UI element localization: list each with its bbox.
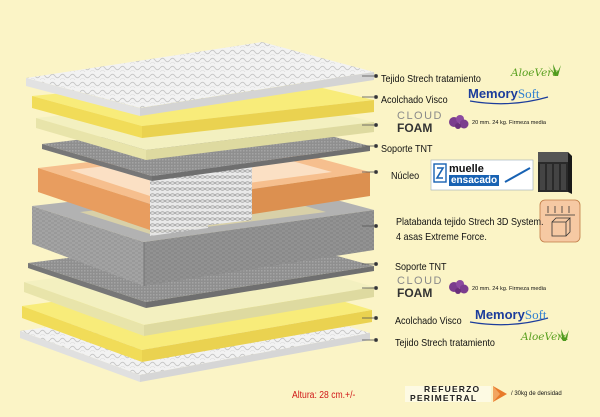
label-platabanda-1: Platabanda tejido Strech 3D System. <box>396 216 544 228</box>
aloe-vera-logo-top: AloeVera <box>511 67 559 79</box>
firmness-arrows-box-icon <box>539 199 581 243</box>
aloe-leaf-icon <box>556 329 569 341</box>
cloud-foam-logo-bottom: CLOUD FOAM <box>397 275 444 300</box>
label-nucleo: Núcleo <box>391 170 420 182</box>
label-densidad: / 30kg de densidad <box>511 391 562 397</box>
refuerzo-perimetral-logo-icon <box>405 386 507 402</box>
label-acolchado-bottom: Acolchado Visco <box>395 315 462 327</box>
muelle-text: muelle <box>449 163 484 175</box>
memory-soft-logo-bottom: MemorySoft <box>475 307 547 322</box>
label-tejido-bottom: Tejido Strech tratamiento <box>395 337 495 349</box>
leader-lines <box>362 74 378 342</box>
ensacado-text: ensacado <box>449 175 500 186</box>
label-soporte-bottom: Soporte TNT <box>395 261 447 273</box>
memory-swoosh-icon <box>469 96 549 105</box>
label-altura: Altura: 28 cm.+/- <box>292 390 356 401</box>
layer-top-quilt <box>26 42 374 116</box>
refuerzo-perimetral-text: REFUERZO PERIMETRAL <box>410 384 481 403</box>
cloud-foam-spec-bottom: 20 mm. 24 kg. Firmeza media <box>472 286 546 292</box>
cloud-foam-icon <box>449 280 469 294</box>
memory-swoosh-icon <box>469 317 549 326</box>
cloud-foam-spec-top: 20 mm. 24 kg. Firmeza media <box>472 120 546 126</box>
label-platabanda-2: 4 asas Extreme Force. <box>396 231 487 243</box>
pocket-spring-block-icon <box>538 152 572 194</box>
cloud-foam-icon <box>449 115 469 129</box>
cloud-foam-logo-top: CLOUD FOAM <box>397 110 444 135</box>
label-soporte-top: Soporte TNT <box>381 143 433 155</box>
label-acolchado-top: Acolchado Visco <box>381 94 448 106</box>
memory-soft-logo-top: MemorySoft <box>468 86 540 101</box>
label-tejido-top: Tejido Strech tratamiento <box>381 73 481 85</box>
aloe-leaf-icon <box>548 64 561 76</box>
aloe-vera-logo-bottom: AloeVera <box>521 331 569 343</box>
